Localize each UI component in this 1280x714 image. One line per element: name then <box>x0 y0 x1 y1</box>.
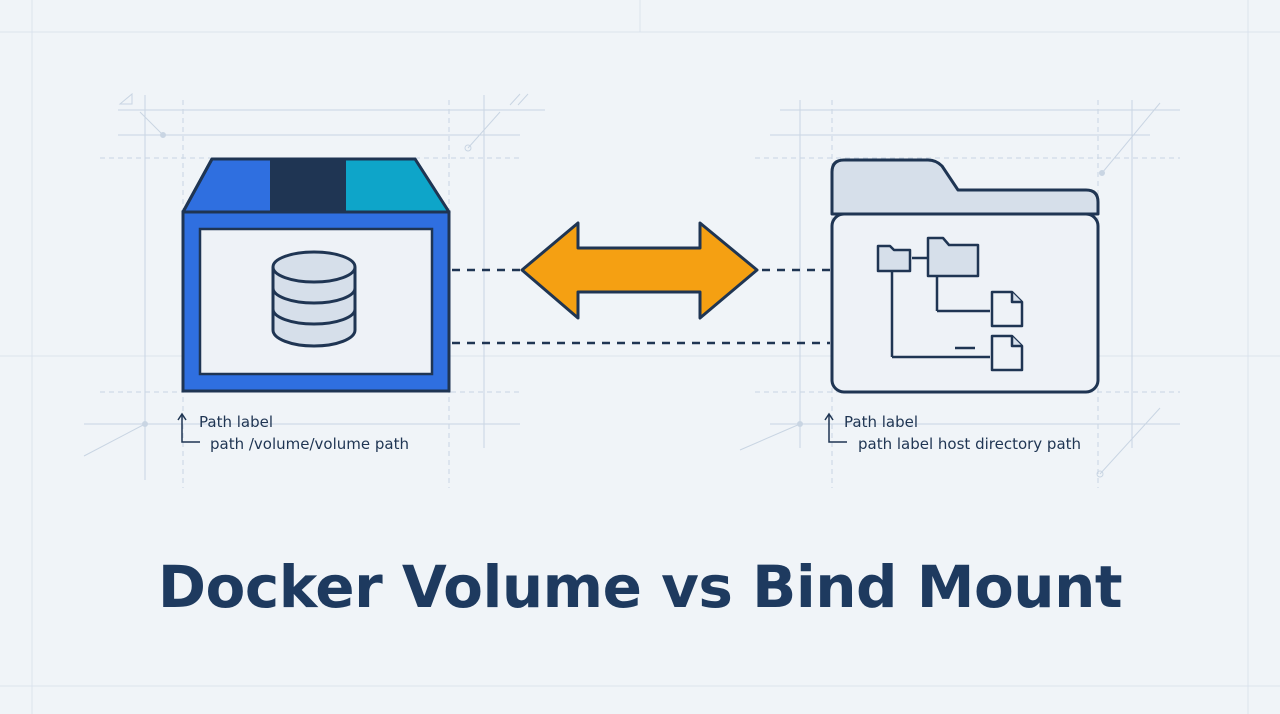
directory-tree-icon <box>890 256 990 359</box>
volume-path-label: Path label <box>199 413 273 431</box>
bind-mount-path-value: path label host directory path <box>858 435 1082 453</box>
bind-label-pointer <box>824 412 847 443</box>
tree-folder-large <box>926 236 980 278</box>
double-arrow-icon <box>520 221 759 320</box>
volume-path-value: path /volume/volume path <box>210 435 409 453</box>
file-icon-2 <box>990 334 1024 372</box>
volume-label-pointer <box>177 412 200 443</box>
file-icon <box>990 290 1024 328</box>
tree-folder-small <box>876 244 912 273</box>
bind-mount-path-label: Path label <box>844 413 918 431</box>
dashed-connectors <box>452 268 830 345</box>
page-title: Docker Volume vs Bind Mount <box>157 553 1123 621</box>
database-icon <box>271 250 357 348</box>
